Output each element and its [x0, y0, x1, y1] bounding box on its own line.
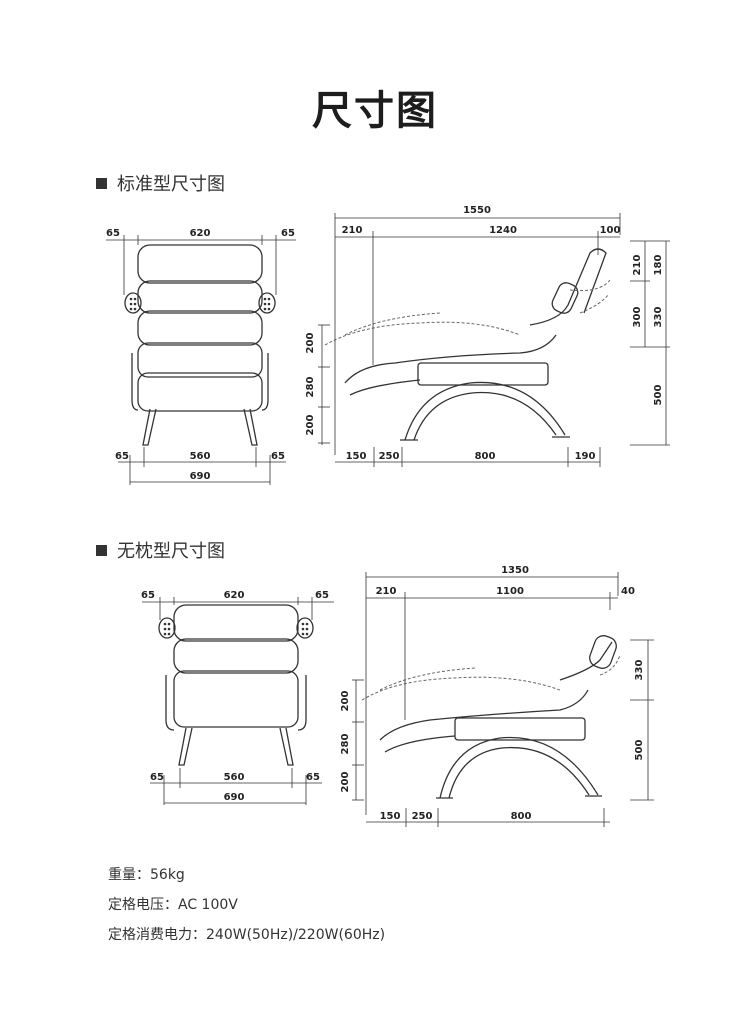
- dim-front-bottom-right: 65: [306, 772, 320, 783]
- dim-side-total: 1550: [463, 205, 491, 216]
- page-title: 尺寸图: [312, 88, 438, 134]
- dim-side-top-3: 100: [600, 225, 621, 236]
- dim-side-left-3: 200: [340, 772, 351, 793]
- bullet-square-icon: [96, 177, 107, 189]
- dim-side-bottom-1: 150: [346, 451, 367, 462]
- dim-front-top-left: 65: [141, 590, 155, 601]
- dim-side-top-2: 1100: [496, 586, 524, 597]
- dim-side-right-1: 330: [634, 660, 645, 681]
- section-heading-nopillow: 无枕型尺寸图: [96, 537, 225, 563]
- dimension-arrow-icon: [142, 597, 334, 805]
- dim-side-right-4: 330: [653, 307, 664, 328]
- dim-side-left-2: 280: [340, 734, 351, 755]
- section-heading-label: 标准型尺寸图: [117, 174, 225, 195]
- dim-side-bottom-3: 800: [475, 451, 496, 462]
- dim-front-bottom-left: 65: [115, 451, 129, 462]
- spec-voltage: 定格电压：AC 100V: [108, 897, 238, 913]
- dim-front-top-right: 65: [281, 228, 295, 239]
- dim-side-top-1: 210: [342, 225, 363, 236]
- spec-weight: 重量：56kg: [108, 867, 185, 883]
- dim-side-total: 1350: [501, 565, 529, 576]
- dim-side-right-2: 180: [653, 255, 664, 276]
- dim-side-left-3: 200: [305, 415, 316, 436]
- dim-side-right-2: 500: [634, 740, 645, 761]
- dim-side-top-3: 40: [621, 586, 635, 597]
- dim-side-bottom-2: 250: [412, 811, 433, 822]
- chair-side-icon: [379, 635, 617, 799]
- standard-dimension-diagram: 65 620 65 65 560 65 690: [106, 205, 670, 485]
- spec-power: 定格消费电力：240W(50Hz)/220W(60Hz): [108, 927, 386, 943]
- dim-side-bottom-1: 150: [380, 811, 401, 822]
- bullet-square-icon: [96, 544, 107, 556]
- nopillow-dimension-diagram: 65 620 65 65 560 65 690: [141, 565, 654, 827]
- chair-front-icon: [124, 244, 276, 446]
- chair-side-icon: [344, 248, 607, 441]
- dim-front-total: 690: [224, 792, 245, 803]
- dim-side-right-5: 500: [653, 385, 664, 406]
- dim-side-bottom-4: 190: [575, 451, 596, 462]
- dim-front-top-width: 620: [224, 590, 245, 601]
- dim-front-bottom-right: 65: [271, 451, 285, 462]
- dimension-arrow-icon: [318, 213, 670, 467]
- dim-side-bottom-2: 250: [379, 451, 400, 462]
- dim-side-right-3: 300: [632, 307, 643, 328]
- dimension-arrow-icon: [106, 235, 296, 485]
- dim-side-top-1: 210: [376, 586, 397, 597]
- dim-front-total: 690: [190, 471, 211, 482]
- dim-front-bottom-width: 560: [190, 451, 211, 462]
- dim-side-left-1: 200: [340, 691, 351, 712]
- dim-side-left-1: 200: [305, 333, 316, 354]
- dim-front-bottom-width: 560: [224, 772, 245, 783]
- section-heading-standard: 标准型尺寸图: [96, 170, 225, 196]
- dim-front-top-right: 65: [315, 590, 329, 601]
- dim-front-top-left: 65: [106, 228, 120, 239]
- dim-side-right-1: 210: [632, 255, 643, 276]
- chair-front-icon: [158, 604, 314, 766]
- dimension-arrow-icon: [352, 572, 654, 827]
- specifications: 重量：56kg 定格电压：AC 100V 定格消费电力：240W(50Hz)/2…: [108, 860, 385, 950]
- dim-front-bottom-left: 65: [150, 772, 164, 783]
- dim-side-left-2: 280: [305, 377, 316, 398]
- dim-side-top-2: 1240: [489, 225, 517, 236]
- dim-side-bottom-3: 800: [511, 811, 532, 822]
- dim-front-top-width: 620: [190, 228, 211, 239]
- section-heading-label: 无枕型尺寸图: [117, 541, 225, 562]
